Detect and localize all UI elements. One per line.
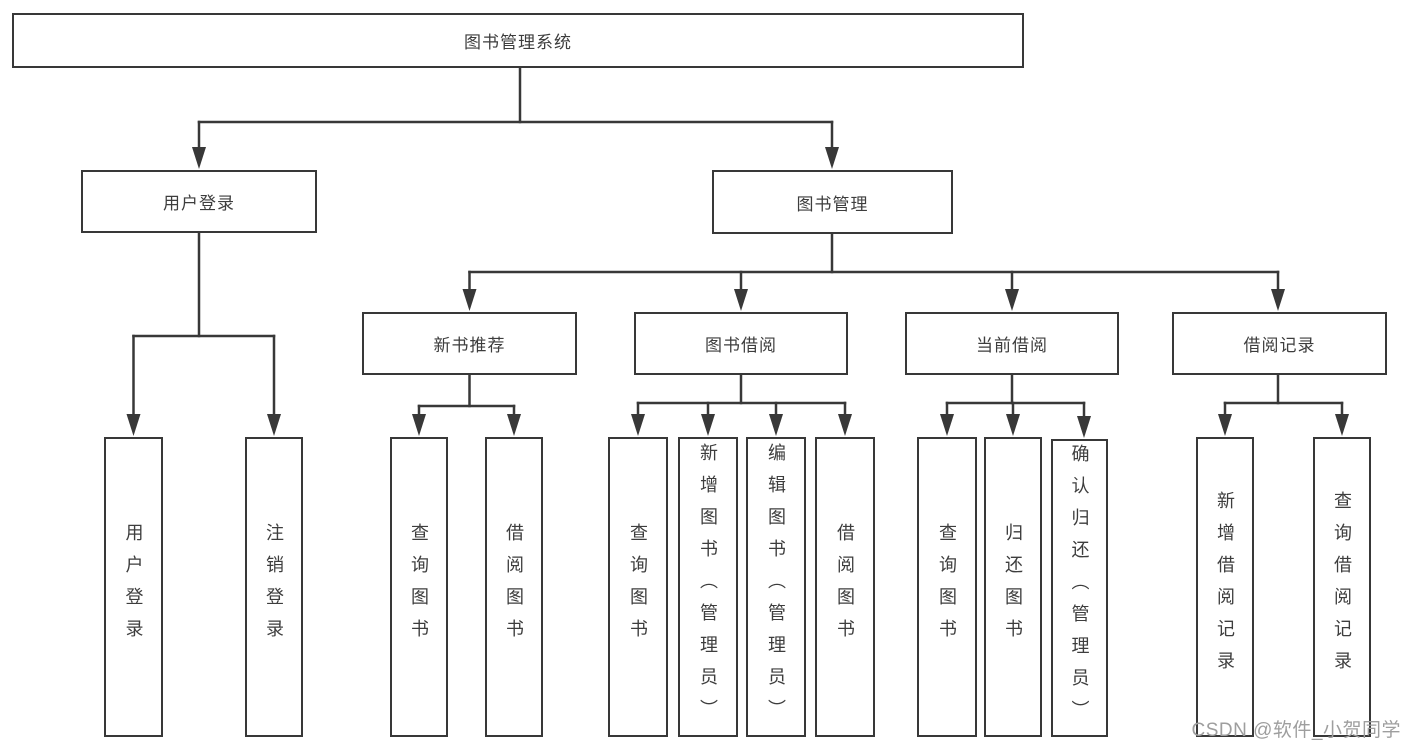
leaf-add-book-admin-label: 新增图书（管理员） xyxy=(698,443,718,731)
node-library-system-label: 图书管理系统 xyxy=(464,33,572,52)
leaf-query-borrow-record: 查询借阅记录 xyxy=(1313,437,1371,737)
watermark: CSDN @软件_小贺同学 xyxy=(1191,720,1401,741)
leaf-query-books-recommend-label: 查询图书 xyxy=(409,523,429,651)
leaf-add-borrow-record: 新增借阅记录 xyxy=(1196,437,1254,737)
leaf-borrow-books-label: 借阅图书 xyxy=(835,523,855,651)
leaf-confirm-return-admin-label: 确认归还（管理员） xyxy=(1069,444,1090,732)
node-book-borrow-label: 图书借阅 xyxy=(705,336,777,355)
leaf-query-books-borrow-label: 查询图书 xyxy=(628,523,648,651)
node-borrow-records-label: 借阅记录 xyxy=(1243,336,1316,355)
leaf-user-login: 用户登录 xyxy=(104,437,163,737)
node-user-login-label: 用户登录 xyxy=(163,194,235,213)
node-new-book-recommend: 新书推荐 xyxy=(362,312,577,375)
leaf-query-borrow-record-label: 查询借阅记录 xyxy=(1332,491,1352,683)
leaf-edit-book-admin-label: 编辑图书（管理员） xyxy=(766,443,786,731)
node-book-borrow: 图书借阅 xyxy=(634,312,848,375)
node-current-borrow: 当前借阅 xyxy=(905,312,1119,375)
node-library-system: 图书管理系统 xyxy=(12,13,1024,68)
leaf-edit-book-admin: 编辑图书（管理员） xyxy=(746,437,806,737)
leaf-user-login-label: 用户登录 xyxy=(123,523,144,651)
node-current-borrow-label: 当前借阅 xyxy=(976,336,1048,355)
node-book-management: 图书管理 xyxy=(712,170,953,234)
leaf-query-books-borrow: 查询图书 xyxy=(608,437,668,737)
leaf-logout-label: 注销登录 xyxy=(264,523,284,651)
node-user-login: 用户登录 xyxy=(81,170,317,233)
leaf-add-book-admin: 新增图书（管理员） xyxy=(678,437,738,737)
leaf-add-borrow-record-label: 新增借阅记录 xyxy=(1215,491,1235,683)
leaf-borrow-books-recommend: 借阅图书 xyxy=(485,437,543,737)
leaf-query-books-current: 查询图书 xyxy=(917,437,977,737)
leaf-borrow-books-recommend-label: 借阅图书 xyxy=(504,523,524,651)
node-book-management-label: 图书管理 xyxy=(796,194,869,214)
leaf-return-book: 归还图书 xyxy=(984,437,1042,737)
leaf-return-book-label: 归还图书 xyxy=(1003,523,1023,651)
leaf-borrow-books: 借阅图书 xyxy=(815,437,875,737)
node-borrow-records: 借阅记录 xyxy=(1172,312,1387,375)
leaf-query-books-current-label: 查询图书 xyxy=(937,523,957,651)
node-new-book-recommend-label: 新书推荐 xyxy=(433,336,506,355)
leaf-query-books-recommend: 查询图书 xyxy=(390,437,448,737)
leaf-logout: 注销登录 xyxy=(245,437,303,737)
leaf-confirm-return-admin: 确认归还（管理员） xyxy=(1051,439,1108,737)
